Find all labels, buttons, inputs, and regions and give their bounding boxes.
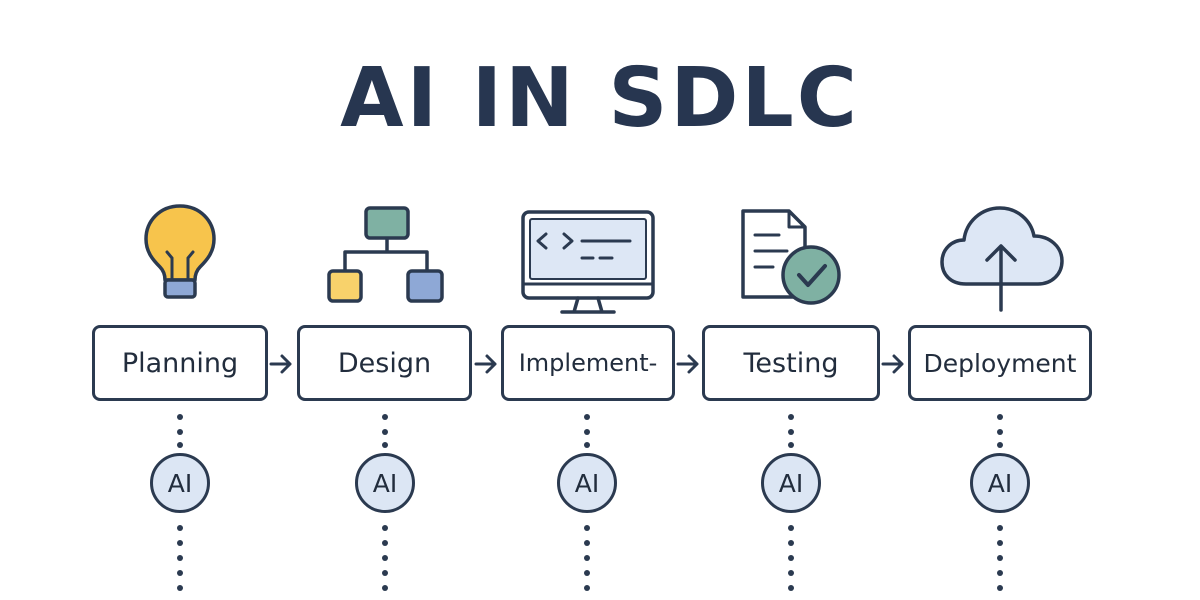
arrow-right-icon (269, 354, 292, 374)
stage-deployment: Deployment (908, 325, 1092, 401)
arrow-right-icon (676, 354, 699, 374)
ai-badge: AI (970, 453, 1030, 513)
lightbulb-icon (144, 204, 216, 299)
dotted-connector (995, 414, 1005, 448)
monitor-code-icon (521, 210, 655, 314)
stage-implementation: Implement- (501, 325, 675, 401)
dotted-connector (582, 525, 592, 595)
ai-badge: AI (150, 453, 210, 513)
stage-testing: Testing (702, 325, 880, 401)
dotted-connector (175, 525, 185, 595)
ai-badge: AI (761, 453, 821, 513)
dotted-connector (786, 414, 796, 448)
dotted-connector (380, 525, 390, 595)
checklist-document-icon (741, 209, 841, 305)
arrow-right-icon (881, 354, 904, 374)
cloud-upload-icon (940, 206, 1064, 312)
dotted-connector (175, 414, 185, 448)
ai-badge: AI (557, 453, 617, 513)
stage-design: Design (297, 325, 472, 401)
page-title: AI IN SDLC (340, 51, 860, 146)
stage-planning: Planning (92, 325, 268, 401)
ai-badge: AI (355, 453, 415, 513)
dotted-connector (786, 525, 796, 595)
arrow-right-icon (474, 354, 497, 374)
dotted-connector (582, 414, 592, 448)
dotted-connector (380, 414, 390, 448)
dotted-connector (995, 525, 1005, 595)
hierarchy-diagram-icon (327, 206, 444, 303)
